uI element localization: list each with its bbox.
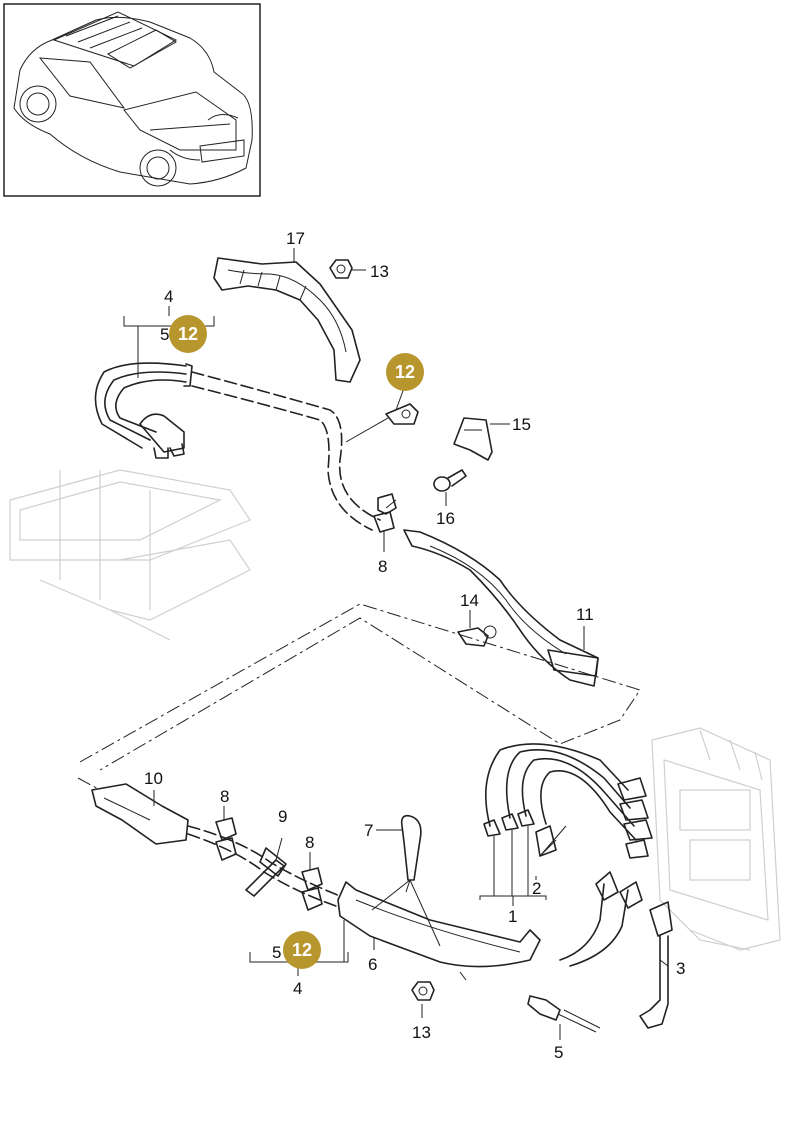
callout-7: 7 (364, 821, 373, 840)
part-10-shield (91, 783, 189, 845)
callout-5-bottom: 5 (554, 1043, 563, 1062)
part-8-clip-left (215, 817, 237, 861)
callout-16: 16 (436, 509, 455, 528)
part-8-clip-top (373, 493, 397, 533)
callout-2: 2 (532, 879, 541, 898)
control-unit-ghost (651, 727, 781, 951)
part-1-cable-harness (483, 743, 653, 859)
part-13-nut-top (329, 259, 353, 279)
callout-4-bottom: 4 (293, 979, 302, 998)
leader-lines (123, 248, 669, 1040)
badge-12-bottom: 12 (283, 931, 321, 969)
part-14-plug (457, 625, 497, 647)
callout-15: 15 (512, 415, 531, 434)
part-11-cable-channel (403, 529, 599, 687)
callout-5-top: 5 (160, 325, 169, 344)
part-5-bolt-bottom (527, 995, 601, 1033)
callout-10: 10 (144, 769, 163, 788)
callout-1: 1 (508, 907, 517, 926)
cable-route-lower-dashed (187, 825, 341, 897)
part-17-heat-shield (213, 257, 361, 383)
callout-8-top: 8 (378, 557, 387, 576)
badge-12-top-right: 12 (386, 353, 424, 391)
assembly-boundary-upper (79, 603, 641, 771)
callout-17: 17 (286, 229, 305, 248)
part-4-cable-upper (94, 362, 193, 459)
background-frame-ghost (9, 469, 251, 641)
callout-8-mid: 8 (305, 833, 314, 852)
part-8-clip-mid (301, 867, 323, 911)
cable-route-upper-dashed (191, 371, 381, 521)
badge-12-label: 12 (395, 362, 415, 382)
part-15-bracket (453, 417, 493, 461)
callout-13-bottom: 13 (412, 1023, 431, 1042)
callout-3: 3 (676, 959, 685, 978)
part-6-heat-shield (337, 881, 541, 968)
callout-11: 11 (576, 605, 594, 624)
part-12-bracket-upper (385, 403, 419, 425)
callout-6: 6 (368, 955, 377, 974)
badge-12-top-left: 12 (169, 315, 207, 353)
callout-5-bottom-left: 5 (272, 943, 281, 962)
callout-13-top: 13 (370, 262, 389, 281)
part-3-connector-cables (559, 871, 673, 1029)
assembly-boundary-lower (77, 777, 101, 791)
vehicle-thumbnail (3, 3, 261, 197)
cable-route-upper-dashed-2 (191, 385, 373, 531)
part-7-cable-tie (400, 814, 422, 893)
callout-8-left: 8 (220, 787, 229, 806)
callout-9: 9 (278, 807, 287, 826)
badge-12-label: 12 (178, 324, 198, 344)
part-13-nut-bottom (411, 981, 435, 1001)
part-16-bolt (433, 469, 467, 492)
callout-4-top: 4 (164, 287, 173, 306)
part-9-clip (245, 847, 287, 897)
badge-12-label: 12 (292, 940, 312, 960)
callout-14: 14 (460, 591, 479, 610)
